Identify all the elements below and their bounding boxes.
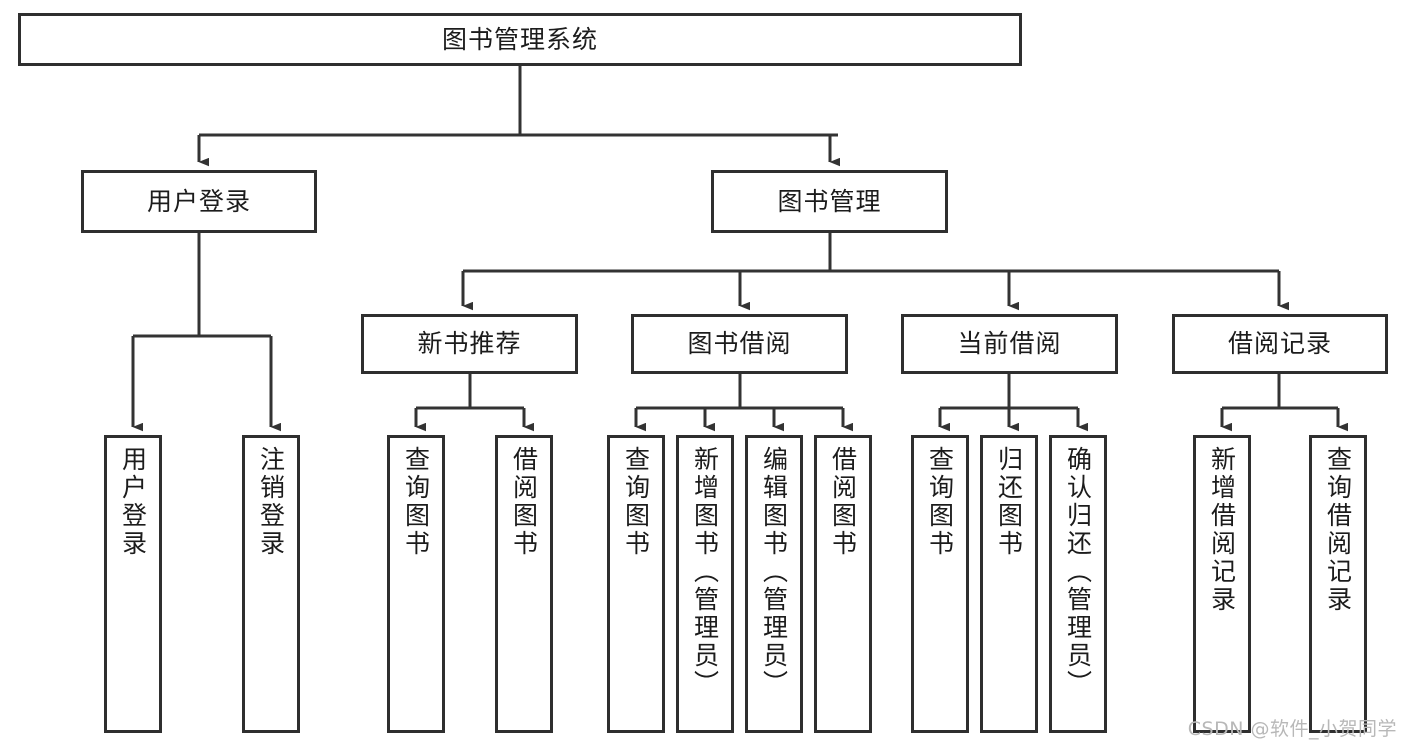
node-leaf-logout[interactable]: 注销登录: [242, 435, 300, 733]
node-borrow-record[interactable]: 借阅记录: [1172, 314, 1388, 374]
node-label: 归还图书: [994, 446, 1024, 558]
node-label: 当前借阅: [957, 329, 1062, 359]
node-label: 借阅图书: [509, 446, 539, 558]
node-label: 用户登录: [118, 446, 148, 558]
node-label: 新增借阅记录: [1207, 446, 1237, 614]
node-label: 图书管理系统: [441, 24, 598, 54]
node-leaf-query-book-2[interactable]: 查询图书: [607, 435, 665, 733]
node-leaf-user-login[interactable]: 用户登录: [104, 435, 162, 733]
node-label: 新增图书（管理员）: [690, 446, 720, 698]
node-leaf-query-book-3[interactable]: 查询图书: [911, 435, 969, 733]
node-new-book-recommend[interactable]: 新书推荐: [361, 314, 578, 374]
node-root-system[interactable]: 图书管理系统: [18, 13, 1022, 66]
node-book-manage[interactable]: 图书管理: [711, 170, 948, 233]
node-user-login[interactable]: 用户登录: [81, 170, 317, 233]
node-label: 图书管理: [777, 186, 882, 216]
node-leaf-return-book[interactable]: 归还图书: [980, 435, 1038, 733]
node-label: 查询图书: [925, 446, 955, 558]
node-leaf-query-book-1[interactable]: 查询图书: [387, 435, 445, 733]
node-label: 新书推荐: [417, 329, 522, 359]
node-leaf-query-record[interactable]: 查询借阅记录: [1309, 435, 1367, 733]
node-label: 编辑图书（管理员）: [759, 446, 789, 698]
node-leaf-add-book[interactable]: 新增图书（管理员）: [676, 435, 734, 733]
watermark-text: CSDN @软件_小贺同学: [1187, 718, 1397, 740]
node-leaf-add-record[interactable]: 新增借阅记录: [1193, 435, 1251, 733]
node-label: 查询借阅记录: [1323, 446, 1353, 614]
node-leaf-borrow-book-2[interactable]: 借阅图书: [814, 435, 872, 733]
node-leaf-edit-book[interactable]: 编辑图书（管理员）: [745, 435, 803, 733]
node-leaf-confirm-return[interactable]: 确认归还（管理员）: [1049, 435, 1107, 733]
node-label: 借阅记录: [1227, 329, 1332, 359]
node-label: 用户登录: [146, 186, 251, 216]
node-book-borrow[interactable]: 图书借阅: [631, 314, 848, 374]
node-label: 查询图书: [621, 446, 651, 558]
node-label: 图书借阅: [687, 329, 792, 359]
node-label: 借阅图书: [828, 446, 858, 558]
node-current-borrow[interactable]: 当前借阅: [901, 314, 1118, 374]
node-label: 注销登录: [256, 446, 286, 558]
node-leaf-borrow-book-1[interactable]: 借阅图书: [495, 435, 553, 733]
node-label: 确认归还（管理员）: [1063, 446, 1093, 698]
node-label: 查询图书: [401, 446, 431, 558]
